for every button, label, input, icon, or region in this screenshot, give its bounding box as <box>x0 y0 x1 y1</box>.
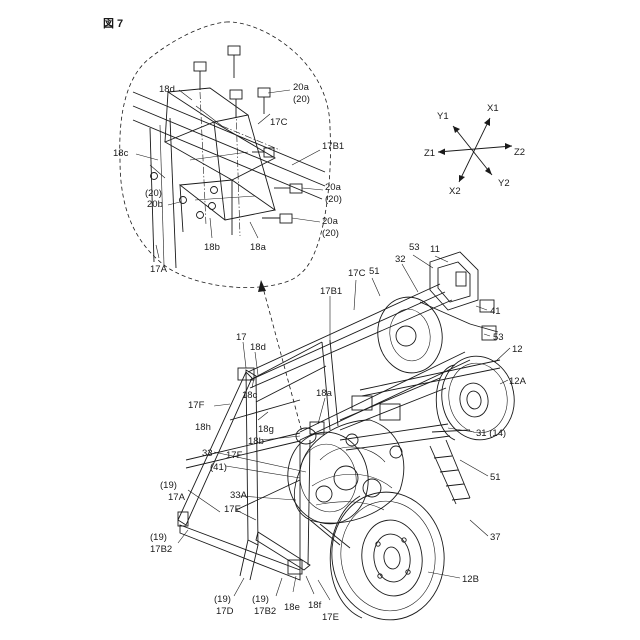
detail-label-20a-low-paren: (20) <box>322 228 339 239</box>
main-label-17: 17 <box>236 332 247 343</box>
main-label-33a: 33A <box>230 490 248 501</box>
main-label-17b2-b: 17B2 <box>254 606 276 617</box>
detail-label-18c: 18c <box>113 148 129 159</box>
detail-label-18b: 18b <box>204 242 220 253</box>
main-label-33: 33 <box>202 448 213 459</box>
axis-z1-label: Z1 <box>424 148 435 159</box>
detail-label-20a-top-paren: (20) <box>293 94 310 105</box>
main-label-17d: 17D <box>216 606 234 617</box>
main-label-51-low: 51 <box>490 472 501 483</box>
figure-title: 図 7 <box>103 16 123 30</box>
detail-label-20a-low: 20a <box>322 216 339 227</box>
main-vehicle-view <box>178 252 521 627</box>
main-label-53-top: 53 <box>409 242 420 253</box>
detail-label-20b-paren: (20) <box>145 188 162 199</box>
detail-label-17b1: 17B1 <box>322 141 344 152</box>
main-label-17e-low: 17E <box>322 612 339 623</box>
main-label-17f-top: 17F <box>188 400 205 411</box>
detail-enlarged-view <box>120 22 331 288</box>
main-label-18c: 18c <box>242 390 258 401</box>
main-label-19-17d-paren: (19) <box>214 594 231 605</box>
detail-label-17c: 17C <box>270 117 288 128</box>
main-label-19-17a-paren: (19) <box>160 480 177 491</box>
detail-label-18d: 18d <box>159 84 175 95</box>
main-label-53-mid: 53 <box>493 332 504 343</box>
main-label-12: 12 <box>512 344 523 355</box>
axis-x1-label: X1 <box>487 103 499 114</box>
main-label-41: 41 <box>490 306 501 317</box>
detail-label-20a-top: 20a <box>293 82 310 93</box>
main-label-12b: 12B <box>462 574 479 585</box>
main-label-17b2: 17B2 <box>150 544 172 555</box>
main-label-18b: 18b <box>248 436 264 447</box>
detail-label-20a-mid: 20a <box>325 182 342 193</box>
axis-indicator <box>438 118 512 182</box>
main-label-18d: 18d <box>250 342 266 353</box>
main-label-11: 11 <box>430 244 440 255</box>
axis-x2-label: X2 <box>449 186 461 197</box>
main-label-18a: 18a <box>316 388 333 399</box>
main-label-32: 32 <box>395 254 406 265</box>
main-label-17a: 17A <box>168 492 186 503</box>
detail-label-18a: 18a <box>250 242 267 253</box>
main-label-51-top: 51 <box>369 266 380 277</box>
main-label-19-17b2b-paren: (19) <box>252 594 269 605</box>
detail-label-20a-mid-paren: (20) <box>325 194 342 205</box>
main-label-41-paren: (41) <box>210 462 227 473</box>
axis-y1-label: Y1 <box>437 111 449 122</box>
main-label-37: 37 <box>490 532 501 543</box>
main-label-18h: 18h <box>195 422 211 433</box>
main-label-19-17b2-paren: (19) <box>150 532 167 543</box>
main-label-17c: 17C <box>348 268 366 279</box>
main-label-18g: 18g <box>258 424 274 435</box>
axis-z2-label: Z2 <box>514 147 525 158</box>
main-label-18e: 18e <box>284 602 300 613</box>
main-label-17e-top: 17E <box>224 504 241 515</box>
main-label-17f-mid: 17F <box>226 450 243 461</box>
main-label-17b1: 17B1 <box>320 286 342 297</box>
main-label-12a: 12A <box>509 376 527 387</box>
axis-y2-label: Y2 <box>498 178 510 189</box>
main-label-31-14: 31 (14) <box>476 428 506 439</box>
detail-label-17a: 17A <box>150 264 168 275</box>
detail-label-20b: 20b <box>147 199 163 210</box>
main-label-18f: 18f <box>308 600 322 611</box>
